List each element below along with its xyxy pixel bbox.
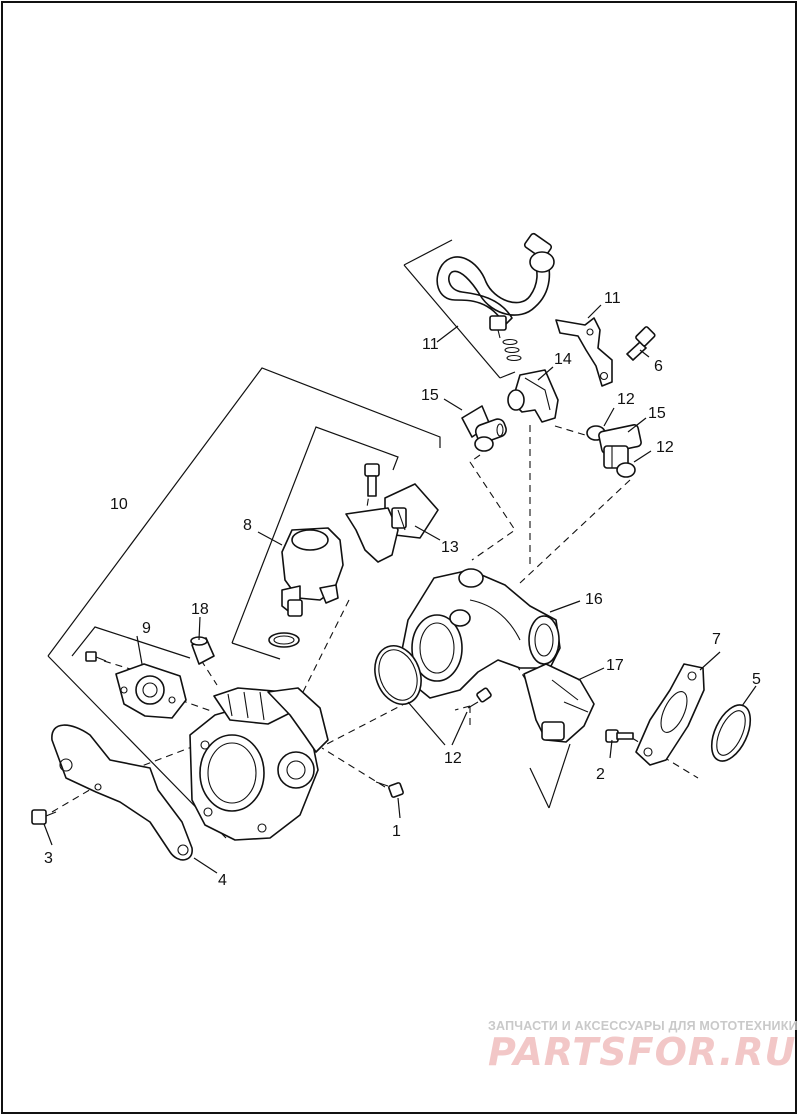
screw-part-2 bbox=[605, 729, 634, 743]
gasket-part-7 bbox=[635, 663, 705, 766]
intake-manifold-part-16 bbox=[401, 568, 561, 699]
callout-12-bottom: 12 bbox=[444, 750, 462, 767]
callout-11-bracket: 11 bbox=[604, 290, 621, 307]
fuel-hose-part-11 bbox=[436, 232, 555, 339]
seal-part-18 bbox=[190, 636, 215, 665]
callout-3: 3 bbox=[44, 850, 53, 867]
callout-11-hose: 11 bbox=[422, 336, 439, 353]
callout-13: 13 bbox=[441, 539, 459, 556]
callout-17: 17 bbox=[606, 657, 624, 674]
throttle-body bbox=[189, 687, 329, 841]
callout-9: 9 bbox=[142, 620, 151, 637]
group-bracket-11 bbox=[403, 239, 516, 379]
callout-7: 7 bbox=[712, 631, 721, 648]
o-rings-part-11 bbox=[502, 338, 522, 362]
callout-4: 4 bbox=[218, 872, 227, 889]
screw-part-6 bbox=[626, 326, 656, 361]
callout-15-right: 15 bbox=[648, 405, 666, 422]
callout-8: 8 bbox=[243, 517, 252, 534]
callout-10: 10 bbox=[110, 496, 128, 513]
screw-part-13-fastener bbox=[364, 463, 380, 497]
idle-air-valve-part-8 bbox=[268, 527, 344, 648]
group-bracket-8 bbox=[231, 426, 399, 660]
injector-left-part-15 bbox=[461, 405, 507, 452]
manifold-screw bbox=[467, 687, 492, 709]
tps-sensor-part-9 bbox=[115, 663, 187, 719]
injector-right-part-15 bbox=[586, 424, 642, 478]
cable-bracket-part-4 bbox=[51, 724, 193, 861]
callout-labels: 11 11 6 14 15 12 15 12 10 8 13 16 18 9 7… bbox=[44, 290, 761, 889]
callout-14: 14 bbox=[554, 351, 572, 368]
map-sensor-part-17 bbox=[523, 663, 595, 743]
watermark-tagline: ЗАПЧАСТИ И АКСЕССУАРЫ ДЛЯ МОТОТЕХНИКИ bbox=[488, 1019, 798, 1033]
callout-18: 18 bbox=[191, 601, 209, 618]
screw-part-9-fastener bbox=[85, 651, 107, 662]
leader-lines bbox=[43, 304, 757, 874]
callout-16: 16 bbox=[585, 591, 603, 608]
callout-15-left: 15 bbox=[421, 387, 439, 404]
callout-6: 6 bbox=[654, 358, 663, 375]
screw-part-3 bbox=[31, 809, 57, 825]
watermark-logo: PARTSFOR.RU bbox=[488, 1030, 797, 1074]
seal-ring-part-5 bbox=[710, 704, 752, 762]
bracket-part-11 bbox=[555, 317, 613, 387]
callout-12-right: 12 bbox=[656, 439, 674, 456]
callout-2: 2 bbox=[596, 766, 605, 783]
fuel-rail-part-14 bbox=[507, 369, 559, 423]
connector-bracket-part-13 bbox=[345, 483, 439, 563]
callout-12-top: 12 bbox=[617, 391, 635, 408]
group-bracket-9 bbox=[71, 626, 191, 659]
screw-part-1 bbox=[375, 781, 404, 798]
callout-1: 1 bbox=[392, 823, 401, 840]
callout-5: 5 bbox=[752, 671, 761, 688]
